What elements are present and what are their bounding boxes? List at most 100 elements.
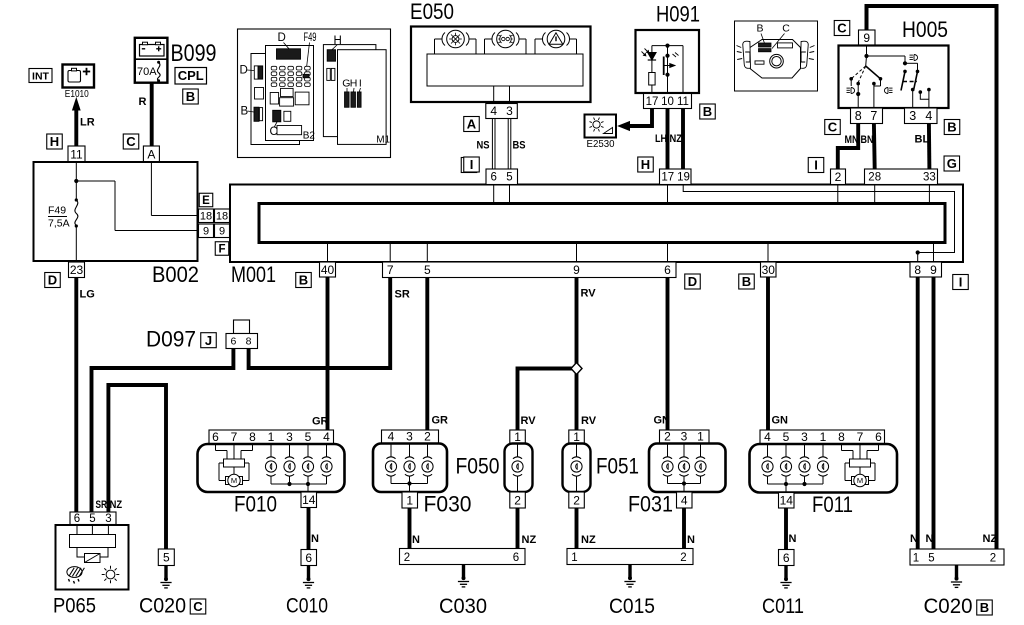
svg-text:GN: GN xyxy=(772,415,789,427)
svg-text:A: A xyxy=(467,117,477,132)
svg-text:1: 1 xyxy=(697,430,704,444)
svg-text:8: 8 xyxy=(914,263,921,277)
svg-text:4: 4 xyxy=(764,430,771,444)
svg-text:H: H xyxy=(334,35,342,47)
svg-text:5: 5 xyxy=(506,172,512,184)
svg-text:B: B xyxy=(742,274,751,289)
svg-text:I: I xyxy=(359,78,362,90)
svg-text:2: 2 xyxy=(573,493,580,507)
svg-text:R: R xyxy=(139,96,147,108)
svg-text:NZ: NZ xyxy=(581,534,596,546)
svg-text:11: 11 xyxy=(677,96,689,108)
svg-text:C010: C010 xyxy=(286,595,328,618)
svg-text:23: 23 xyxy=(70,263,84,277)
svg-text:9: 9 xyxy=(863,31,870,45)
svg-text:C: C xyxy=(126,134,136,149)
svg-text:P065: P065 xyxy=(53,595,96,618)
svg-text:F010: F010 xyxy=(234,492,277,517)
svg-text:F031: F031 xyxy=(628,492,673,517)
svg-text:C: C xyxy=(828,120,838,135)
svg-text:7,5A: 7,5A xyxy=(48,218,70,230)
svg-text:4: 4 xyxy=(925,109,932,123)
svg-text:3: 3 xyxy=(801,430,808,444)
svg-text:70A: 70A xyxy=(137,66,157,78)
svg-text:C: C xyxy=(782,23,790,35)
svg-text:F050: F050 xyxy=(456,454,500,479)
svg-text:C: C xyxy=(837,21,847,36)
svg-text:5: 5 xyxy=(163,551,170,565)
svg-text:8: 8 xyxy=(246,336,252,348)
svg-text:7: 7 xyxy=(387,263,394,277)
svg-text:NZ: NZ xyxy=(983,533,998,545)
svg-text:4: 4 xyxy=(388,430,395,444)
svg-text:1: 1 xyxy=(820,430,827,444)
svg-text:GR: GR xyxy=(432,415,449,427)
svg-text:B: B xyxy=(947,120,956,135)
svg-text:B: B xyxy=(299,273,308,288)
svg-text:M1: M1 xyxy=(376,135,390,146)
svg-text:4: 4 xyxy=(323,430,330,444)
svg-text:18: 18 xyxy=(216,211,228,223)
svg-text:LG: LG xyxy=(80,289,95,301)
svg-text:2: 2 xyxy=(664,430,671,444)
svg-text:I: I xyxy=(959,275,963,290)
svg-text:F030: F030 xyxy=(424,492,472,517)
svg-text:G: G xyxy=(342,78,350,90)
svg-text:3: 3 xyxy=(506,104,513,118)
svg-text:H: H xyxy=(641,157,650,172)
svg-text:G: G xyxy=(947,156,957,171)
svg-text:19: 19 xyxy=(677,172,690,184)
svg-text:4: 4 xyxy=(490,104,497,118)
svg-text:17: 17 xyxy=(646,96,659,108)
svg-text:C020: C020 xyxy=(924,595,973,618)
svg-text:1: 1 xyxy=(268,430,275,444)
svg-text:D: D xyxy=(688,274,697,289)
svg-text:BN: BN xyxy=(861,134,874,146)
svg-text:1: 1 xyxy=(514,430,521,444)
svg-text:MN: MN xyxy=(845,134,859,146)
svg-text:17: 17 xyxy=(661,172,674,184)
svg-text:B: B xyxy=(703,104,712,119)
svg-text:E1010: E1010 xyxy=(65,88,89,100)
svg-text:I: I xyxy=(814,158,818,173)
svg-text:5: 5 xyxy=(424,263,431,277)
svg-text:6: 6 xyxy=(230,336,236,348)
svg-text:N: N xyxy=(926,533,934,545)
svg-text:RV: RV xyxy=(581,415,597,427)
svg-text:RV: RV xyxy=(581,288,597,300)
svg-text:2: 2 xyxy=(404,552,410,564)
svg-text:GR: GR xyxy=(312,416,329,428)
svg-text:NZ: NZ xyxy=(110,499,123,511)
svg-text:RV: RV xyxy=(521,415,537,427)
svg-text:6: 6 xyxy=(513,552,519,564)
svg-text:E2530: E2530 xyxy=(587,138,615,150)
svg-text:D: D xyxy=(48,273,57,288)
svg-text:6: 6 xyxy=(305,551,312,565)
svg-text:2: 2 xyxy=(424,430,431,444)
svg-text:B2: B2 xyxy=(303,131,316,142)
svg-text:14: 14 xyxy=(302,493,316,507)
svg-text:9: 9 xyxy=(573,263,580,277)
svg-text:B: B xyxy=(756,23,763,35)
svg-text:B099: B099 xyxy=(171,40,217,67)
svg-text:5: 5 xyxy=(928,553,934,565)
svg-text:3: 3 xyxy=(406,430,413,444)
svg-text:N: N xyxy=(687,534,695,546)
svg-text:6: 6 xyxy=(875,430,882,444)
svg-text:2: 2 xyxy=(680,552,686,564)
svg-text:C: C xyxy=(270,126,278,138)
svg-text:F49: F49 xyxy=(304,32,317,44)
svg-text:3: 3 xyxy=(909,109,916,123)
svg-text:SR: SR xyxy=(395,289,410,301)
svg-text:B002: B002 xyxy=(152,262,199,287)
svg-text:8: 8 xyxy=(838,430,845,444)
svg-text:1: 1 xyxy=(913,553,919,565)
svg-text:2: 2 xyxy=(990,553,996,565)
svg-text:11: 11 xyxy=(70,147,83,161)
svg-text:40: 40 xyxy=(321,263,335,277)
svg-text:14: 14 xyxy=(780,494,794,508)
svg-text:N: N xyxy=(311,533,319,545)
svg-text:7: 7 xyxy=(231,430,238,444)
svg-text:5: 5 xyxy=(89,513,95,525)
svg-text:C: C xyxy=(193,599,203,614)
